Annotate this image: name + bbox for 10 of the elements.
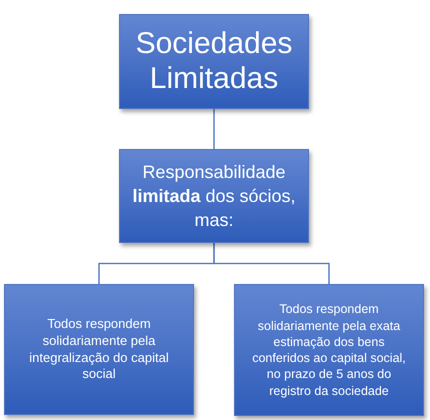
connector-line	[213, 243, 330, 284]
connector-line	[213, 109, 215, 149]
box-text: Todos respondem solidariamente pela exata estimação dos bens conferidos ao capital social, no prazo de 5 anos do registro da sociedade	[251, 301, 407, 399]
box-text: Todos respondem solidariamente pela integralização do capital social	[28, 316, 170, 384]
process-box	[119, 14, 309, 109]
box-text: Responsabilidade limitada dos sócios, mas:	[131, 160, 297, 232]
box-text: Sociedades Limitadas	[134, 27, 294, 96]
process-box	[119, 149, 309, 243]
process-box	[234, 284, 424, 416]
process-box	[4, 284, 194, 415]
